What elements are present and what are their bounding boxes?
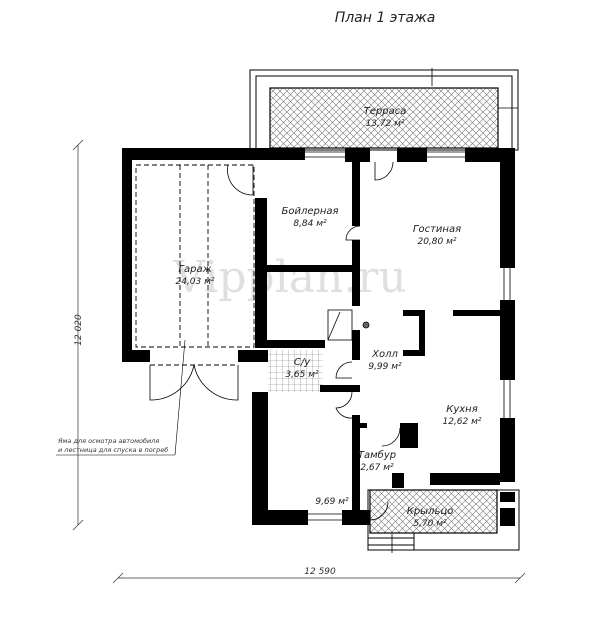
bedroom-area: 9,69 м² xyxy=(315,497,349,507)
bathroom-label: С/у xyxy=(294,357,311,368)
boiler-label: Бойлерная xyxy=(281,206,338,217)
width-dimension: 12 590 xyxy=(304,567,336,577)
hall-label: Холл xyxy=(371,349,398,360)
plan-title: План 1 этажа xyxy=(335,10,436,26)
terrace-label: Терраса xyxy=(364,106,407,117)
walls xyxy=(122,148,515,526)
boiler-area: 8,84 м² xyxy=(293,219,327,229)
porch-label: Крыльцо xyxy=(407,506,454,517)
vestibule-label: Тамбур xyxy=(358,449,396,461)
bathroom-area: 3,65 м² xyxy=(285,370,319,380)
living-label: Гостиная xyxy=(413,224,461,235)
kitchen-label: Кухня xyxy=(446,404,478,415)
bathroom-tiles xyxy=(268,350,323,392)
pit-note-line-1: Яма для осмотра автомобиля xyxy=(57,437,159,445)
garage-label: Гараж xyxy=(178,264,211,275)
terrace xyxy=(249,68,519,151)
vestibule-area: 2,67 м² xyxy=(360,463,394,473)
dimension-lines xyxy=(72,139,526,584)
garage-area: 24,03 м² xyxy=(175,277,214,287)
terrace-area: 13,72 м² xyxy=(365,119,404,129)
pit-note-line-2: и лестница для спуска в погреб xyxy=(58,446,168,454)
hall-area: 9,99 м² xyxy=(368,362,402,372)
living-area: 20,80 м² xyxy=(417,237,456,247)
porch-area: 5,70 м² xyxy=(413,519,447,529)
watermark: Vipplan.ru xyxy=(172,252,406,303)
kitchen-area: 12,62 м² xyxy=(442,417,481,427)
height-dimension: 12 020 xyxy=(74,314,84,346)
openings xyxy=(56,151,511,521)
